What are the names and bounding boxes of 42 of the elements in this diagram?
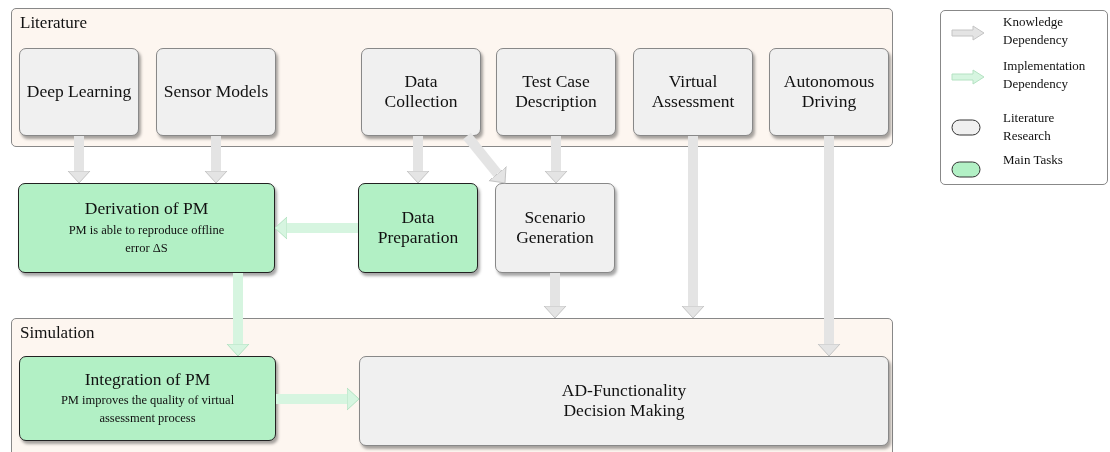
- dependency-arrow: [544, 136, 568, 184]
- box-title: Data Collection: [383, 72, 459, 112]
- main-task-box: [358, 183, 478, 273]
- dependency-arrow: [406, 136, 430, 184]
- box-title: Derivation of PM: [84, 199, 209, 219]
- box-title: Autonomous Driving: [782, 72, 876, 112]
- band-title: Literature: [20, 13, 87, 33]
- group-band: [11, 318, 893, 452]
- main-task-box: [18, 183, 275, 273]
- dependency-arrow: [204, 136, 228, 184]
- dependency-arrow: [817, 136, 841, 357]
- dependency-arrow: [276, 387, 360, 411]
- literature-box: [633, 48, 753, 136]
- literature-box: [359, 356, 889, 446]
- dependency-arrow: [226, 273, 250, 357]
- literature-box: [156, 48, 276, 136]
- box-title: Data Preparation: [376, 208, 460, 248]
- group-band: [11, 8, 893, 147]
- literature-box: [361, 48, 481, 136]
- literature-box: [495, 183, 615, 273]
- dependency-arrow: [543, 273, 567, 319]
- box-description: PM improves the quality of virtual assessment process: [60, 392, 235, 428]
- literature-box: [496, 48, 616, 136]
- box-title: Integration of PM: [84, 369, 211, 390]
- dependency-arrow: [681, 136, 705, 319]
- legend-label: Knowledge Dependency: [1003, 13, 1069, 49]
- box-title: Deep Learning: [26, 82, 132, 102]
- legend-label: Implementation Dependency: [1003, 57, 1087, 93]
- box-description: PM is able to reproduce offline error ΔS: [67, 221, 226, 257]
- dependency-arrow: [67, 136, 91, 184]
- legend-label: Literature Research: [1003, 109, 1056, 145]
- legend-label: Main Tasks: [1003, 151, 1064, 169]
- main-task-box: [19, 356, 276, 441]
- box-title: AD-Functionality Decision Making: [560, 381, 688, 421]
- literature-box: [19, 48, 139, 136]
- box-title: Sensor Models: [163, 82, 269, 102]
- box-title: Scenario Generation: [515, 208, 595, 248]
- literature-box: [769, 48, 889, 136]
- band-title: Simulation: [20, 323, 95, 343]
- dependency-arrow: [274, 216, 358, 240]
- box-title: Test Case Description: [514, 72, 598, 112]
- box-title: Virtual Assessment: [650, 72, 736, 112]
